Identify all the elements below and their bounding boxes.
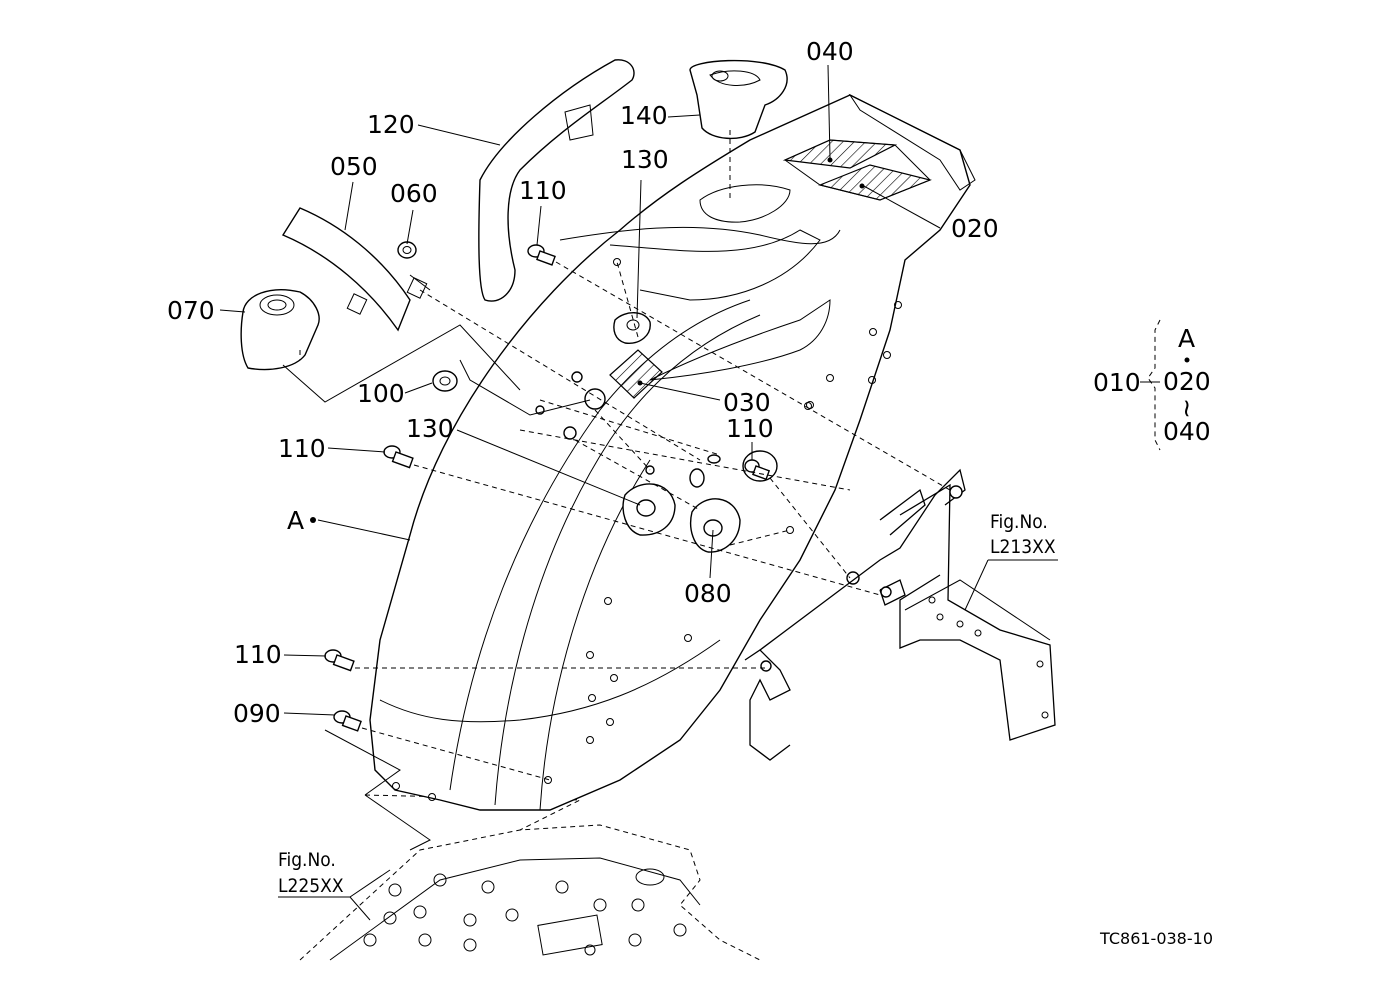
decal-030 — [609, 349, 663, 399]
floor-plate — [299, 794, 761, 961]
panel-holes — [392, 258, 902, 801]
callout-080: 080 — [684, 579, 732, 608]
bolt-090 — [333, 710, 362, 732]
grommet-060 — [397, 241, 417, 259]
callout-030: 030 — [723, 388, 771, 417]
bolt-110-left — [383, 445, 414, 469]
callout-130-upper: 130 — [621, 145, 669, 174]
mount-130-lower — [622, 483, 676, 536]
callouts: 040 140 120 130 050 060 110 020 070 100 … — [167, 37, 999, 728]
callout-110-right: 110 — [726, 414, 774, 443]
callout-060: 060 — [390, 179, 438, 208]
callout-050: 050 — [330, 152, 378, 181]
callout-040: 040 — [806, 37, 854, 66]
callout-110-top: 110 — [519, 176, 567, 205]
fig-ref-lower-label: Fig.No. — [278, 849, 336, 871]
callout-110-left: 110 — [278, 434, 326, 463]
callout-020: 020 — [951, 214, 999, 243]
fig-ref-upper: Fig.No. L213XX — [990, 511, 1056, 558]
leader-lines — [219, 64, 1058, 921]
fender-assembly — [369, 93, 976, 811]
fig-ref-upper-label: Fig.No. — [990, 511, 1048, 533]
key-020: 020 — [1163, 367, 1211, 396]
bolt-110-top — [527, 244, 556, 266]
key-040: 040 — [1163, 417, 1211, 446]
callout-140: 140 — [620, 101, 668, 130]
trim-strip-050 — [281, 207, 428, 332]
assembly-key: 010 A 020 ~ 040 — [1093, 319, 1211, 451]
floor-bolt-holes — [363, 873, 687, 956]
assembly-dash-lines — [299, 130, 951, 781]
mount-080 — [690, 498, 741, 553]
fig-ref-lower-code: L225XX — [278, 875, 344, 897]
cup-holder-140 — [689, 59, 788, 139]
callout-130-lower: 130 — [406, 414, 454, 443]
grip-handle-120 — [478, 59, 635, 302]
mount-130-upper — [613, 312, 651, 344]
key-dot — [1184, 357, 1190, 363]
bolt-110-right — [742, 450, 778, 482]
callout-100: 100 — [357, 379, 405, 408]
assembly-solid-lines — [282, 274, 591, 796]
cover-070 — [240, 289, 320, 371]
bolt-110-lower — [324, 649, 355, 672]
key-010: 010 — [1093, 368, 1141, 397]
callout-A: A — [287, 506, 304, 535]
drawing-code: TC861-038-10 — [1099, 929, 1213, 948]
key-A: A — [1178, 324, 1195, 353]
callout-070: 070 — [167, 296, 215, 325]
key-tilde: ~ — [1173, 398, 1202, 419]
fig-ref-upper-code: L213XX — [990, 536, 1056, 558]
small-fasteners — [535, 371, 860, 585]
callout-110-lower: 110 — [234, 640, 282, 669]
nut-100 — [432, 370, 458, 392]
callout-120: 120 — [367, 110, 415, 139]
callout-090: 090 — [233, 699, 281, 728]
fig-ref-lower: Fig.No. L225XX — [278, 849, 344, 897]
